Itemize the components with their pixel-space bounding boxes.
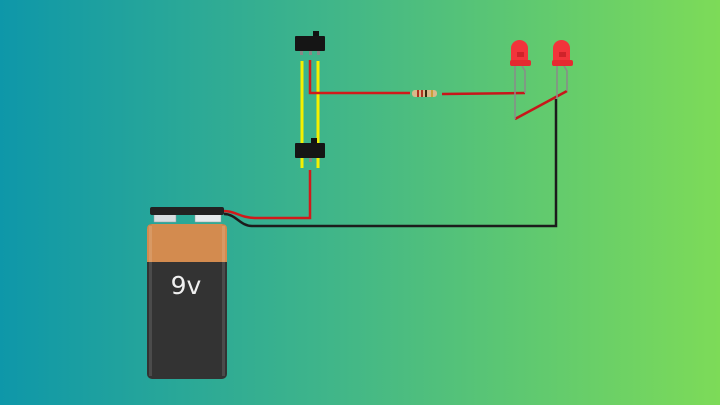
- red-wire-resistor-led: [441, 91, 526, 96]
- red-wire-battery: [223, 170, 312, 220]
- led-1: [510, 40, 531, 119]
- led-2: [552, 40, 573, 99]
- switch-top[interactable]: [295, 31, 325, 55]
- battery: 9v: [147, 207, 227, 379]
- red-wire-led-bridge: [514, 89, 568, 121]
- red-wire-switch-resistor: [308, 60, 410, 95]
- resistor: [412, 90, 437, 97]
- battery-voltage-label: 9v: [171, 271, 202, 300]
- switch-bottom[interactable]: [295, 138, 325, 162]
- black-wire: [223, 99, 558, 228]
